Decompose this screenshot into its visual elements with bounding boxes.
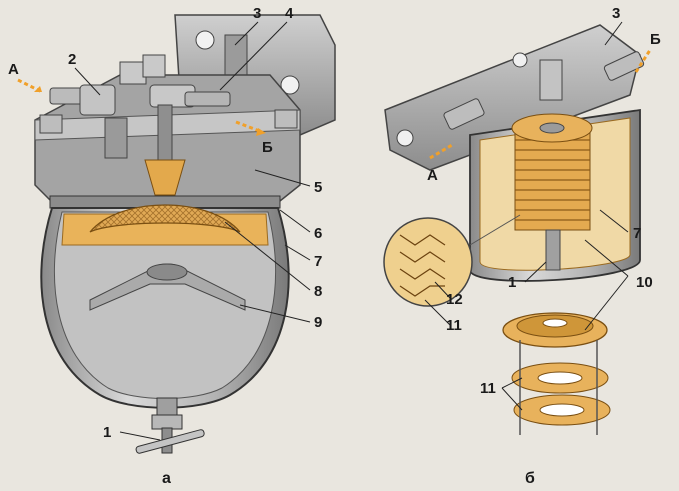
label-4: 4 xyxy=(285,5,294,22)
right-inflow-arrow xyxy=(429,143,453,160)
bracket-hole xyxy=(280,75,300,95)
inflow-arrow-head xyxy=(34,86,42,92)
inlet-fitting xyxy=(49,84,128,159)
mesh-center-cone xyxy=(144,159,186,196)
label-8: 8 xyxy=(314,283,322,300)
stacked-filter-element xyxy=(511,113,593,231)
label-3-left: 3 xyxy=(253,5,261,22)
label-3-right: 3 xyxy=(612,5,620,22)
magnified-detail xyxy=(383,214,521,307)
right-housing-top xyxy=(384,24,641,171)
label-B-right: Б xyxy=(650,31,661,48)
label-5: 5 xyxy=(314,179,322,196)
right-outflow-arrow xyxy=(634,49,652,73)
exploded-filter-discs xyxy=(502,312,611,435)
label-A-right: А xyxy=(427,167,438,184)
label-9: 9 xyxy=(314,314,322,331)
right-center-bolt xyxy=(539,59,563,101)
right-inlet-fitting xyxy=(443,98,485,130)
mesh-filter-element xyxy=(89,204,241,233)
label-11-top: 11 xyxy=(446,317,462,334)
label-10: 10 xyxy=(636,274,653,291)
magnify-leader xyxy=(469,214,521,246)
outflow-arrow-head xyxy=(256,128,266,136)
label-6: 6 xyxy=(314,225,322,242)
caption-a: а xyxy=(162,470,171,487)
label-1-left: 1 xyxy=(103,424,111,441)
label-12: 12 xyxy=(446,291,463,308)
right-filter-view: 3 Б А 7 10 1 12 11 11 б xyxy=(383,5,661,487)
bracket-hole xyxy=(195,30,215,50)
right-bracket-hole xyxy=(512,52,528,68)
right-center-rod xyxy=(545,229,561,271)
leader-lines xyxy=(74,21,311,441)
outlet-fitting xyxy=(149,84,231,161)
drain-plug xyxy=(135,397,205,454)
baffle-hole xyxy=(146,263,188,281)
caption-b: б xyxy=(525,470,535,487)
label-A-left: А xyxy=(8,61,19,78)
label-2: 2 xyxy=(68,51,76,68)
right-bracket-hole xyxy=(396,129,414,147)
left-filter-view: А 2 3 4 Б 5 6 7 8 9 1 а xyxy=(8,5,336,487)
label-B-left: Б xyxy=(262,139,273,156)
label-7-right: 7 xyxy=(633,225,641,242)
right-leader-lines xyxy=(424,21,629,411)
label-7-left: 7 xyxy=(314,253,322,270)
right-outlet-fitting xyxy=(603,51,645,81)
label-1-right: 1 xyxy=(508,274,516,291)
label-11-bottom: 11 xyxy=(480,380,496,397)
housing-bolt xyxy=(39,54,298,134)
